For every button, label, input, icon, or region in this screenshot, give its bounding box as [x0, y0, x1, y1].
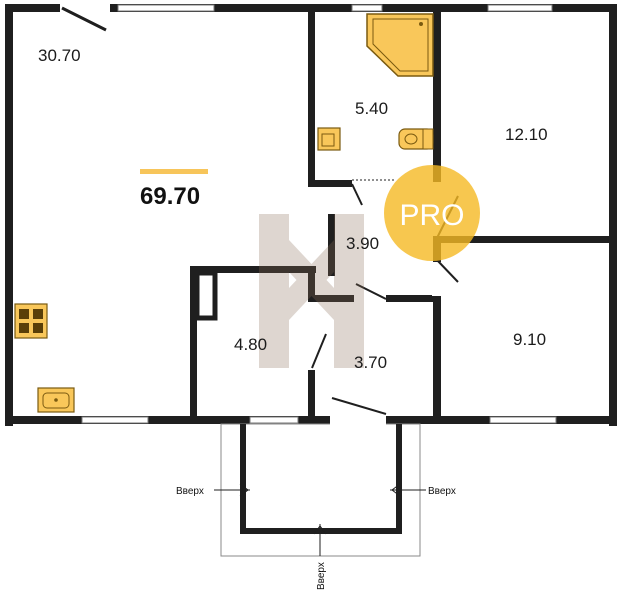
wall-small-left: [433, 296, 441, 424]
watermark-bar-right: [334, 214, 364, 368]
window-bottom-living: [81, 416, 149, 424]
watermark: [259, 214, 364, 368]
wall-storage-top: [190, 266, 316, 273]
stair-label-bottom: Вверх: [316, 562, 327, 590]
wall-storage-right-lower: [308, 370, 315, 420]
wall-storage-left: [190, 266, 197, 418]
door-top-gap: [60, 4, 110, 12]
door-storage-gap: [307, 302, 316, 370]
shower-tray-inner: [372, 18, 429, 72]
door-storage-leaf: [311, 333, 327, 369]
door-small-gap: [432, 262, 442, 296]
door-entrance-gap: [330, 415, 386, 425]
door-vest-gap: [354, 294, 386, 303]
wall-hall-stub: [328, 214, 335, 276]
room-area-vestibule: 3.70: [354, 353, 387, 372]
toilet-bowl: [404, 133, 418, 145]
watermark-diagonal: [259, 240, 364, 320]
stove-burner-1: [19, 309, 29, 319]
window-top-bath: [351, 4, 383, 12]
porch-left-post: [240, 424, 246, 534]
watermark-diagonal-2: [259, 240, 364, 320]
stove-burner-2: [33, 309, 43, 319]
bath-sink-bowl: [321, 133, 335, 147]
wall-storage-right: [308, 266, 315, 302]
kitchen-sink-bowl: [42, 392, 70, 409]
stove-burner-4: [33, 323, 43, 333]
shower-tray: [366, 13, 434, 77]
pro-badge-text: PRO: [399, 199, 464, 232]
watermark-bar-left: [259, 214, 289, 368]
wall-living-right: [308, 4, 315, 186]
closet-niche: [194, 270, 218, 321]
door-top-leaf: [61, 6, 107, 32]
room-labels: 30.70 5.40 12.10 3.90 4.80 3.70 9.10 69.…: [38, 46, 548, 372]
room-area-bedroom-large: 12.10: [505, 125, 548, 144]
window-top-bedroom: [487, 4, 553, 12]
kitchen-sink-drain: [54, 398, 58, 402]
outer-wall-right: [609, 4, 617, 426]
walls: [5, 4, 617, 426]
pro-badge: PRO: [384, 165, 480, 261]
stair-markers: [214, 483, 426, 556]
total-area-accent-bar: [140, 169, 208, 174]
wall-bedroom-divider: [433, 236, 617, 243]
wall-bath-bottom: [308, 180, 353, 187]
door-entrance-leaf: [331, 397, 387, 415]
room-area-bedroom-small: 9.10: [513, 330, 546, 349]
window-top-living: [117, 4, 215, 12]
door-bath-leaf: [351, 183, 363, 206]
door-vest-leaf: [355, 283, 387, 300]
door-bath-gap: [352, 179, 394, 188]
toilet-tank: [422, 128, 434, 150]
room-area-storage: 4.80: [234, 335, 267, 354]
outer-wall-left: [5, 4, 13, 426]
stove-burner-3: [19, 323, 29, 333]
window-bottom-storage: [249, 416, 299, 424]
wall-hall-bottom: [385, 295, 441, 302]
stair-right-arrow: [391, 483, 401, 497]
pro-badge-circle: [384, 165, 480, 261]
total-area: 69.70: [140, 183, 200, 210]
room-area-living: 30.70: [38, 46, 81, 65]
window-bottom-small: [489, 416, 557, 424]
stair-bottom-arrow: [313, 525, 327, 535]
wall-vest-top: [315, 295, 355, 302]
fixtures: [14, 13, 434, 413]
porch-right-post: [396, 424, 402, 534]
stair-label-left: Вверх: [176, 486, 204, 497]
room-area-hallway: 3.90: [346, 234, 379, 253]
door-small-leaf: [436, 259, 459, 283]
stair-label-right: Вверх: [428, 486, 456, 497]
room-area-bathroom: 5.40: [355, 99, 388, 118]
wall-bath-right: [433, 4, 441, 180]
porch-bottom-beam: [240, 528, 402, 534]
bath-sink: [317, 127, 341, 151]
shower-drain: [419, 22, 423, 26]
stair-left-arrow: [239, 483, 249, 497]
windows: [81, 4, 557, 424]
